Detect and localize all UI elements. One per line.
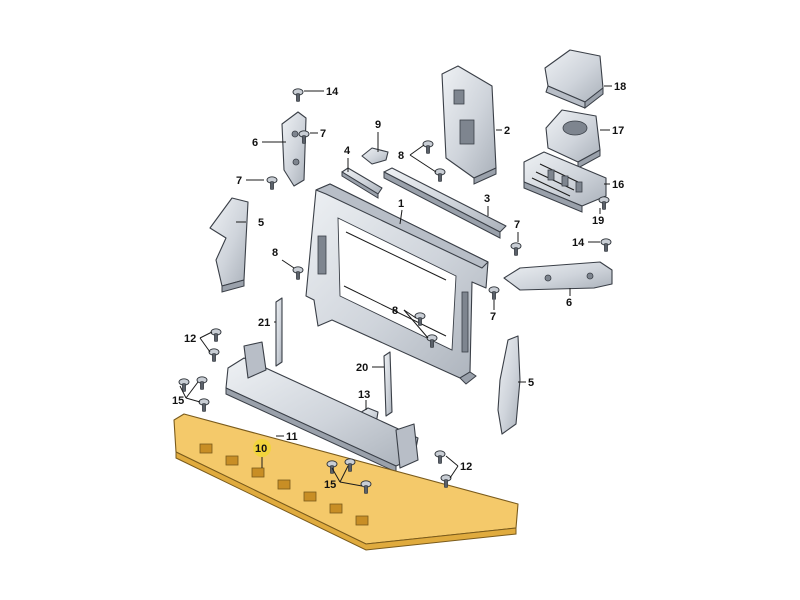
part-16-air-guide: [523, 151, 607, 213]
callout-7-lower-right: 7: [490, 311, 496, 323]
callout-10-badge: [253, 439, 271, 457]
screw-12-left-b: [208, 348, 220, 362]
screw-7-left: [266, 176, 278, 190]
callout-1: 1: [398, 198, 404, 210]
part-3-upper-trim: [383, 167, 507, 239]
callout-5-right: 5: [528, 377, 534, 389]
part-5-side-bracket-right: [497, 335, 521, 435]
callout-20: 20: [356, 362, 368, 374]
part-6-bracket-left: [281, 111, 307, 187]
callout-2: 2: [504, 125, 510, 137]
callout-7-upper-left: 7: [320, 128, 326, 140]
part-9-clip: [361, 147, 389, 165]
callout-8-left: 8: [272, 247, 278, 259]
callout-7-left: 7: [236, 175, 242, 187]
part-6-bracket-right: [503, 261, 613, 291]
callout-11: 11: [286, 431, 298, 443]
callout-8-lower: 8: [392, 305, 398, 317]
part-1-front-end-carrier: [305, 183, 489, 385]
screw-19: [598, 196, 610, 210]
screw-15-left-c: [198, 398, 210, 412]
leader-lines: [179, 85, 612, 487]
screw-14-top: [292, 88, 304, 102]
callout-21: 21: [258, 317, 270, 329]
callout-10: 10: [255, 443, 267, 455]
part-11-bumper-beam: [225, 341, 419, 473]
screw-14-right: [600, 238, 612, 252]
callout-15-right: 15: [324, 479, 336, 491]
callout-15-left: 15: [172, 395, 184, 407]
part-4-small-bracket: [341, 167, 383, 199]
screw-8-left: [292, 266, 304, 280]
callout-18: 18: [614, 81, 626, 93]
callout-4: 4: [344, 145, 351, 157]
part-2-side-panel: [441, 65, 497, 185]
screw-7-lower-right: [488, 286, 500, 300]
screw-7-right: [510, 242, 522, 256]
screw-15-left-a: [178, 378, 190, 392]
screw-8-upper-a: [422, 140, 434, 154]
screw-12-right-a: [434, 450, 446, 464]
callout-17: 17: [612, 125, 624, 137]
part-5-side-bracket-left: [209, 197, 249, 293]
callout-labels: 14 7 6 7 5 9 4 8 2 1 3 7 14 18 17 16 19 …: [172, 81, 626, 491]
part-18-air-duct-upper: [544, 49, 604, 110]
screw-15-left-b: [196, 376, 208, 390]
callout-8-upper: 8: [398, 150, 404, 162]
callout-14-right: 14: [572, 237, 585, 249]
callout-12-right: 12: [460, 461, 472, 473]
part-17-air-duct-middle: [545, 109, 601, 169]
screw-8-upper-b: [434, 168, 446, 182]
screw-12-left-a: [210, 328, 222, 342]
callout-5-left: 5: [258, 217, 264, 229]
callout-6-left: 6: [252, 137, 258, 149]
part-21-seal-strip: [275, 297, 283, 367]
callout-6-right: 6: [566, 297, 572, 309]
part-20-seal-strip: [383, 351, 393, 417]
callout-19: 19: [592, 215, 604, 227]
callout-7-right: 7: [514, 219, 520, 231]
callout-9: 9: [375, 119, 381, 131]
callout-16: 16: [612, 179, 624, 191]
callout-3: 3: [484, 193, 490, 205]
callout-12-left: 12: [184, 333, 196, 345]
callout-14-top: 14: [326, 86, 339, 98]
callout-13: 13: [358, 389, 370, 401]
